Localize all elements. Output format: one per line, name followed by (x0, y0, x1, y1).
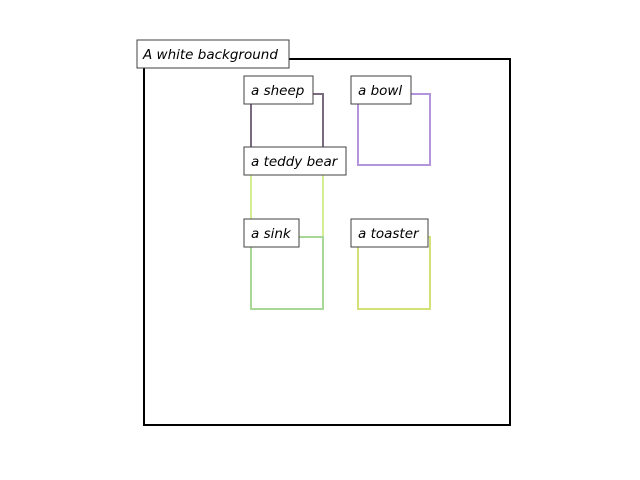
background-label: A white background (136, 39, 290, 69)
toaster-label-text: a toaster (358, 226, 420, 242)
bowl-label: a bowl (350, 75, 412, 105)
bowl-box (357, 93, 431, 166)
sink-label-text: a sink (251, 226, 292, 242)
toaster-box (357, 236, 431, 310)
teddy-bear-label: a teddy bear (243, 146, 347, 176)
bowl-label-text: a bowl (358, 83, 402, 99)
sink-box (250, 236, 324, 310)
teddy-bear-label-text: a teddy bear (251, 154, 339, 170)
background-frame (143, 58, 511, 426)
sheep-label-text: a sheep (251, 83, 304, 99)
sheep-label: a sheep (243, 75, 314, 105)
background-label-text: A white background (142, 47, 278, 63)
sink-label: a sink (243, 218, 300, 248)
toaster-label: a toaster (350, 218, 429, 248)
